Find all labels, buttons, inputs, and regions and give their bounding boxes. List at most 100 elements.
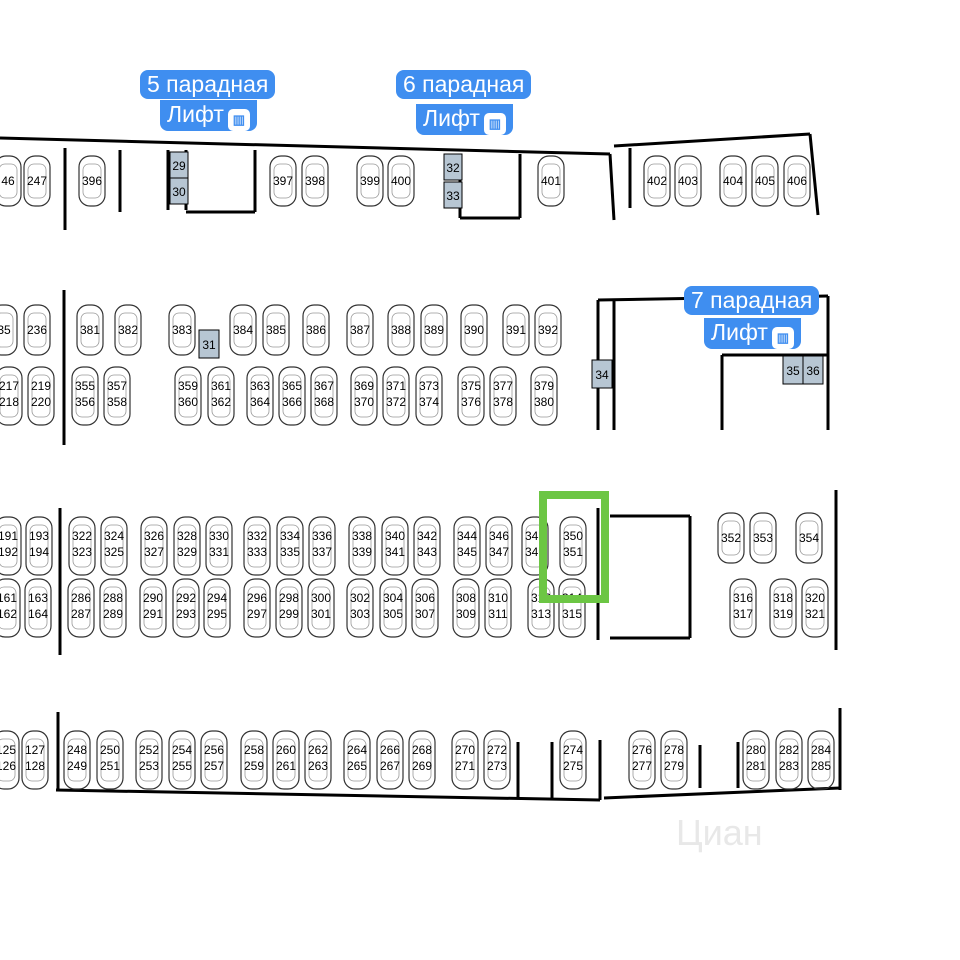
spot-number: 271 xyxy=(455,759,475,773)
spot-number: 236 xyxy=(27,323,47,337)
car-roof xyxy=(415,586,435,630)
spot-number: 333 xyxy=(247,545,267,559)
storage-number: 34 xyxy=(595,368,609,382)
spot-number: 127 xyxy=(25,743,45,757)
spot-number: 300 xyxy=(311,591,331,605)
spot-number: 323 xyxy=(72,545,92,559)
spot-number: 257 xyxy=(204,759,224,773)
spot-number: 254 xyxy=(172,743,192,757)
wall xyxy=(608,153,616,221)
spot-number: 339 xyxy=(352,545,372,559)
spot-number: 251 xyxy=(100,759,120,773)
car-roof xyxy=(305,163,325,199)
car-outline xyxy=(71,366,99,426)
car-outline xyxy=(387,155,415,207)
car-outline xyxy=(559,516,587,576)
car-outline xyxy=(795,512,823,564)
storage-room: 32 xyxy=(443,153,463,181)
spot-number: 46 xyxy=(1,174,15,188)
car-roof xyxy=(31,374,51,418)
car-outline xyxy=(240,730,268,790)
car-roof xyxy=(71,586,91,630)
car-roof xyxy=(380,738,400,782)
spot-number: 374 xyxy=(419,395,439,409)
storage-room: 36 xyxy=(802,355,824,385)
spot-number: 273 xyxy=(487,759,507,773)
spot-number: 362 xyxy=(211,395,231,409)
spot-number: 317 xyxy=(733,607,753,621)
car-outline xyxy=(717,512,745,564)
wall xyxy=(55,788,601,802)
spot-number: 387 xyxy=(350,323,370,337)
car-roof xyxy=(563,524,583,568)
car-roof xyxy=(350,586,370,630)
car-roof xyxy=(80,312,100,348)
spot-number: 321 xyxy=(805,607,825,621)
car-outline xyxy=(381,516,409,576)
car-outline xyxy=(382,366,410,426)
car-roof xyxy=(412,738,432,782)
spot-number: 319 xyxy=(773,607,793,621)
spot-number: 277 xyxy=(632,759,652,773)
spot-number: 248 xyxy=(67,743,87,757)
spot-number: 345 xyxy=(457,545,477,559)
car-outline xyxy=(24,578,52,638)
storage-box xyxy=(169,177,189,205)
spot-number: 365 xyxy=(282,379,302,393)
car-roof xyxy=(308,738,328,782)
car-outline xyxy=(775,730,803,790)
car-outline xyxy=(807,730,835,790)
car-roof xyxy=(172,738,192,782)
storage-number: 30 xyxy=(172,185,186,199)
spot-number: 301 xyxy=(311,607,331,621)
car-outline xyxy=(719,155,747,207)
spot-number: 295 xyxy=(207,607,227,621)
storage-room: 29 xyxy=(169,151,189,179)
car-outline xyxy=(272,730,300,790)
car-outline xyxy=(376,730,404,790)
car-outline xyxy=(742,730,770,790)
car-roof xyxy=(279,586,299,630)
car-roof xyxy=(424,312,444,348)
spot-number: 359 xyxy=(178,379,198,393)
car-roof xyxy=(464,312,484,348)
car-roof xyxy=(419,374,439,418)
car-outline xyxy=(0,578,21,638)
parking-spot: 390 xyxy=(460,304,488,356)
spot-number: 341 xyxy=(385,545,405,559)
spot-number: 361 xyxy=(211,379,231,393)
walls xyxy=(0,132,842,802)
car-roof xyxy=(799,520,819,556)
spot-number: 320 xyxy=(805,591,825,605)
car-outline xyxy=(751,155,779,207)
car-roof xyxy=(0,374,19,418)
car-outline xyxy=(643,155,671,207)
spot-number: 292 xyxy=(176,591,196,605)
entrance-7-lift: Лифт▥ xyxy=(704,318,801,349)
car-roof xyxy=(746,738,766,782)
car-outline xyxy=(174,366,202,426)
car-roof xyxy=(244,738,264,782)
watermark: Циан xyxy=(676,812,763,853)
parking-spot: 391 xyxy=(502,304,530,356)
parking-spot: 388 xyxy=(387,304,415,356)
car-roof xyxy=(311,586,331,630)
spot-number: 275 xyxy=(563,759,583,773)
entrance-7-line2: Лифт xyxy=(711,319,768,345)
wall xyxy=(0,136,611,156)
car-roof xyxy=(723,163,743,199)
car-outline xyxy=(387,304,415,356)
spot-number: 367 xyxy=(314,379,334,393)
parking-spot: 352 xyxy=(717,512,745,564)
car-outline xyxy=(205,516,233,576)
